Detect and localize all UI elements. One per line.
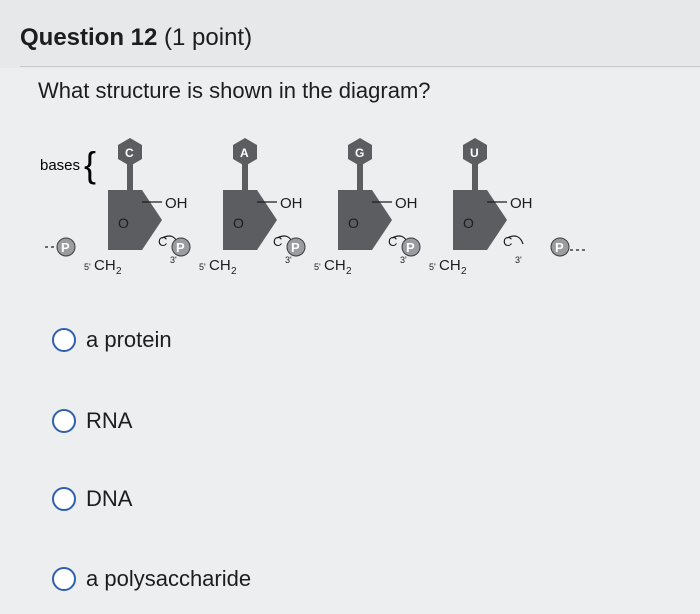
header-divider: [20, 66, 700, 67]
three-prime-label: 3': [285, 255, 292, 265]
option-a-polysaccharide[interactable]: a polysaccharide: [52, 566, 251, 592]
base-hexagon: [118, 138, 142, 166]
hydroxyl-label: OH: [280, 195, 303, 212]
radio-button[interactable]: [52, 487, 76, 511]
base-hexagon: [348, 138, 372, 166]
five-prime-label: 5': [199, 262, 206, 272]
phosphate-label: P: [61, 240, 70, 255]
option-dna[interactable]: DNA: [52, 486, 132, 512]
carbon-label: C: [503, 234, 512, 249]
ch2-subscript: 2: [231, 266, 237, 277]
three-prime-label: 3': [170, 255, 177, 265]
ch2-subscript: 2: [116, 266, 122, 277]
base-hexagon: [233, 138, 257, 166]
base-letter: C: [125, 146, 134, 160]
phosphate-circle: [401, 237, 421, 257]
bases-label: bases: [40, 157, 80, 174]
phosphate-circle: [56, 237, 76, 257]
ring-oxygen-label: O: [233, 215, 244, 231]
ring-oxygen-label: O: [463, 215, 474, 231]
radio-button[interactable]: [52, 328, 76, 352]
phosphodiester-bond: [506, 235, 524, 245]
carbon-label: C: [158, 234, 167, 249]
sugar-ring: [108, 190, 162, 250]
phosphate-label: P: [555, 240, 564, 255]
sugar-ring: [453, 190, 507, 250]
option-a-protein[interactable]: a protein: [52, 327, 172, 353]
base-letter: A: [240, 146, 249, 160]
ch2-label: CH: [209, 257, 231, 274]
sugar-ring: [338, 190, 392, 250]
five-prime-label: 5': [314, 262, 321, 272]
ch2-subscript: 2: [346, 266, 352, 277]
ch2-label: CH: [439, 257, 461, 274]
option-label: a polysaccharide: [86, 566, 252, 591]
phosphate-circle: [550, 237, 570, 257]
question-title: Question 12 (1 point): [20, 24, 252, 52]
phosphate-label: P: [176, 240, 185, 255]
base-hexagon: [463, 138, 487, 166]
question-number: Question 12: [20, 24, 158, 51]
hydroxyl-label: OH: [510, 195, 533, 212]
carbon-label: C: [388, 234, 397, 249]
radio-button[interactable]: [52, 567, 76, 591]
ch2-label: CH: [324, 257, 346, 274]
ch2-label: CH: [94, 257, 116, 274]
question-points: (1 point): [157, 24, 253, 51]
bases-brace: {: [84, 144, 96, 185]
option-label: RNA: [86, 408, 133, 433]
option-label: a protein: [86, 327, 172, 352]
sugar-ring: [223, 190, 277, 250]
option-rna[interactable]: RNA: [52, 408, 132, 434]
three-prime-label: 3': [515, 255, 522, 265]
ch2-subscript: 2: [461, 266, 467, 277]
ring-oxygen-label: O: [118, 215, 129, 231]
radio-button[interactable]: [52, 409, 76, 433]
base-letter: G: [355, 146, 364, 160]
phosphate-label: P: [291, 240, 300, 255]
phosphate-circle: [171, 237, 191, 257]
phosphate-label: P: [406, 240, 415, 255]
hydroxyl-label: OH: [395, 195, 418, 212]
five-prime-label: 5': [84, 262, 91, 272]
carbon-label: C: [273, 234, 282, 249]
hydroxyl-label: OH: [165, 195, 188, 212]
question-header: [0, 0, 700, 68]
ring-oxygen-label: O: [348, 215, 359, 231]
five-prime-label: 5': [429, 262, 436, 272]
phosphate-circle: [286, 237, 306, 257]
three-prime-label: 3': [400, 255, 407, 265]
base-letter: U: [470, 146, 479, 160]
option-label: DNA: [86, 486, 133, 511]
question-prompt: What structure is shown in the diagram?: [38, 78, 431, 103]
